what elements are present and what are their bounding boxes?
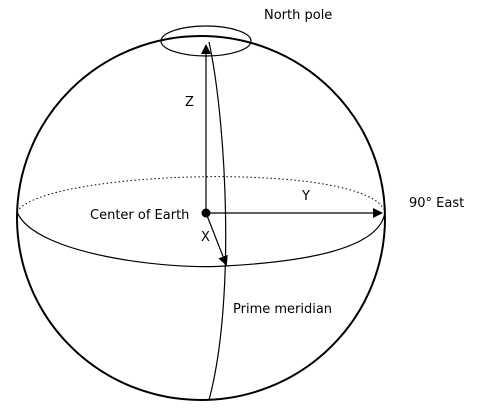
equator-back-half [16,176,386,213]
center-of-earth-dot [201,208,211,218]
z-axis-label: Z [185,95,194,110]
north-pole-label: North pole [264,8,332,23]
prime-meridian-label: Prime meridian [233,302,332,317]
east-90-label: 90° East [409,196,464,211]
prime-meridian-curve [208,41,227,401]
x-axis-arrow [205,212,228,266]
x-axis-label: X [201,230,210,245]
center-of-earth-label: Center of Earth [90,208,189,223]
earth-sphere-outline [16,35,386,401]
y-axis-label: Y [301,189,310,204]
